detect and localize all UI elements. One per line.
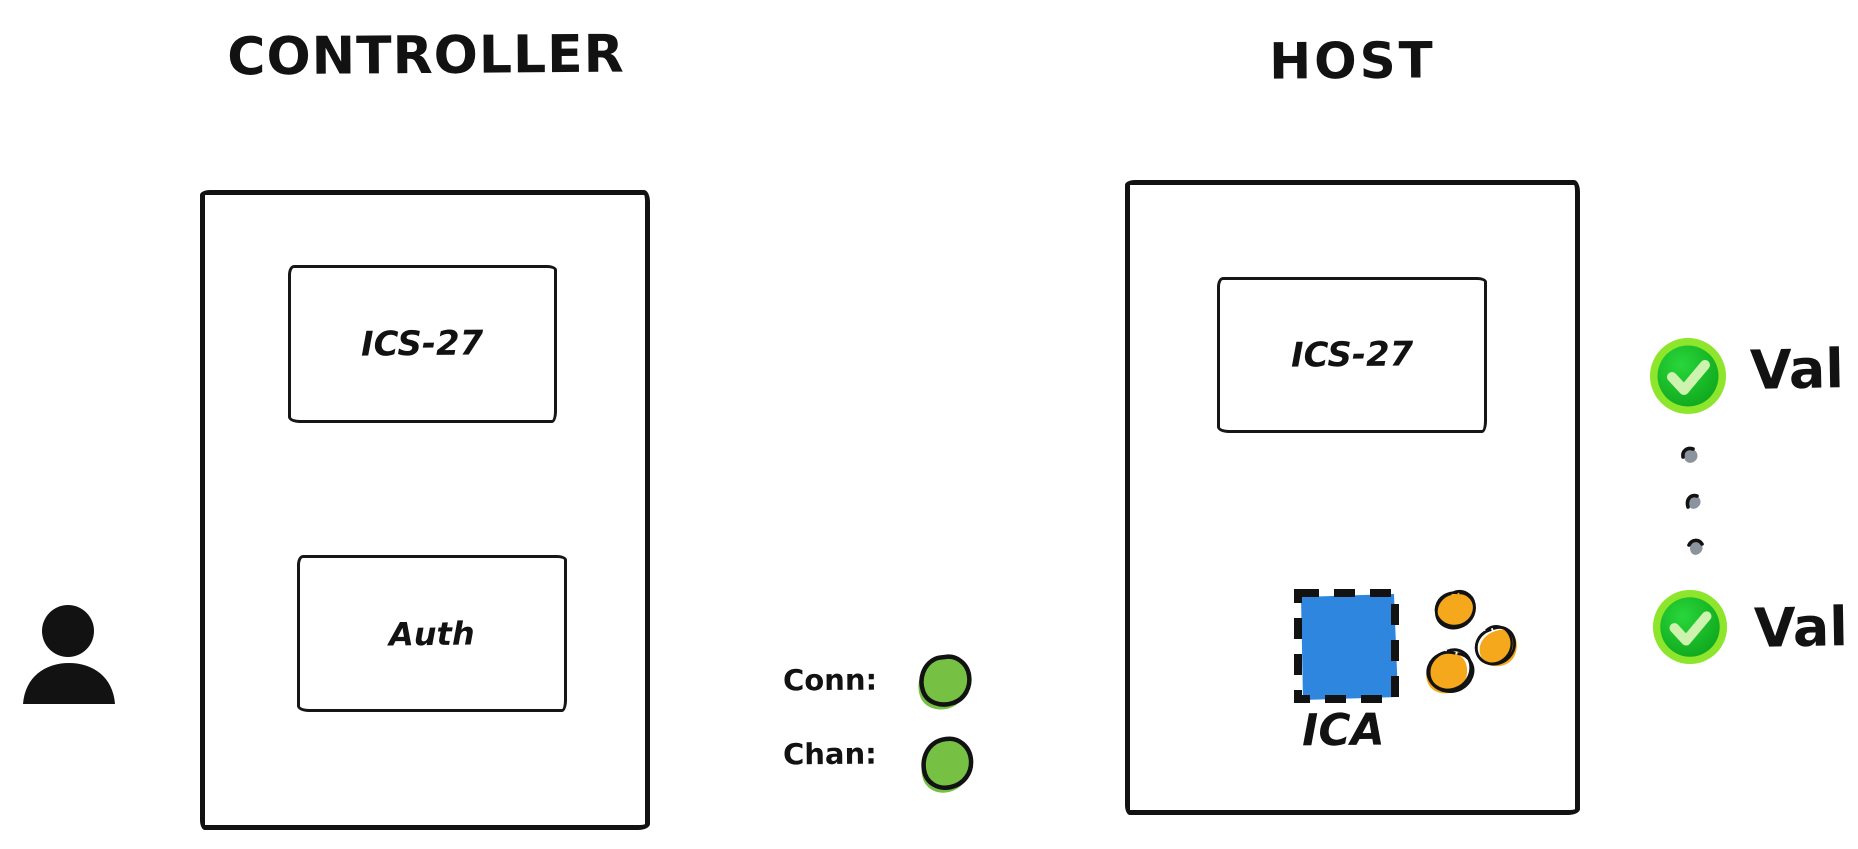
validator-1-check-badge-icon — [1648, 336, 1728, 416]
ica-label: ICA — [1301, 704, 1385, 757]
controller-panel: ICS-27 Auth — [200, 190, 650, 830]
host-panel: ICS-27 ICA — [1125, 180, 1580, 815]
validator-1-label: Val — [1749, 337, 1845, 402]
controller-title: CONTROLLER — [227, 24, 625, 88]
auth-label: Auth — [388, 614, 476, 653]
host-title: HOST — [1269, 31, 1436, 91]
chan-label: Chan: — [782, 736, 877, 772]
controller-module-auth: Auth — [297, 555, 567, 712]
conn-status-green-dot-icon — [915, 652, 975, 714]
user-icon — [20, 600, 118, 706]
host-ics27-label: ICS-27 — [1290, 334, 1414, 376]
controller-ics27-label: ICS-27 — [361, 323, 484, 365]
host-module-ics27: ICS-27 — [1217, 277, 1487, 433]
ica-account-square — [1288, 583, 1412, 711]
orange-token-scribbles-icon — [1418, 583, 1530, 715]
conn-label: Conn: — [782, 662, 878, 698]
vertical-ellipsis-dots-icon — [1676, 444, 1710, 568]
validator-2-label: Val — [1753, 595, 1849, 660]
validator-2-check-badge-icon — [1651, 588, 1729, 666]
chan-status-green-dot-icon — [917, 735, 977, 797]
controller-module-ics27: ICS-27 — [288, 265, 557, 423]
